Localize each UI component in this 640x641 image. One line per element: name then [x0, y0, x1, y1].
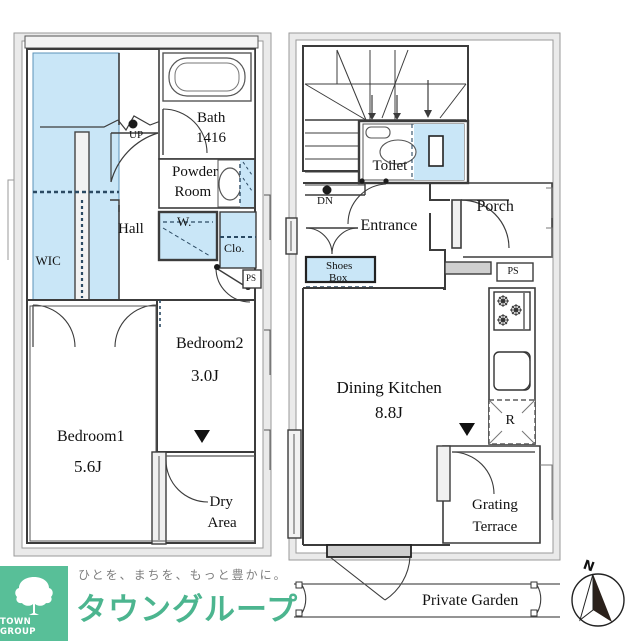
refrigerator-corner-marks: [488, 399, 536, 445]
stair-treads-winder: [304, 49, 467, 121]
tree-icon: [15, 577, 53, 615]
upper-right-window-1: [264, 194, 271, 240]
porch-outline: [463, 182, 553, 258]
upper-right-window-2: [264, 329, 271, 375]
label-dn: DN: [317, 195, 333, 207]
terrace-door-sash: [436, 445, 451, 502]
compass-rose: [571, 573, 625, 627]
entry-step: [444, 261, 492, 275]
ps-box-upper: [242, 269, 262, 289]
bath-door-arc: [162, 108, 208, 154]
hall-jog: [110, 199, 120, 212]
label-hall: Hall: [118, 221, 144, 237]
garden-sliding-door: [326, 544, 412, 558]
stair-down-arrows: [368, 80, 432, 120]
label-bathsize: 1416: [196, 130, 226, 146]
garden-door-swing: [329, 556, 411, 601]
up-start-dot: [128, 119, 138, 129]
label-bedroom2: Bedroom2: [176, 334, 244, 352]
logo-en-text: TOWN GROUP: [0, 617, 36, 637]
upper-right-window-3: [264, 429, 271, 470]
hall-door-arc: [110, 132, 159, 183]
garden-gate-post-right: [530, 581, 538, 589]
label-bedroom1: Bedroom1: [57, 427, 125, 445]
sink: [493, 351, 531, 391]
toilet-hinge-dot: [359, 178, 365, 184]
label-wic: WIC: [35, 253, 61, 268]
garden-gate-arc-right: [536, 584, 542, 614]
washer-alcove: [157, 210, 219, 262]
bathtub-inner: [174, 62, 240, 92]
closet-area: [219, 211, 257, 269]
lower-floor-plan: [285, 32, 561, 618]
up-stair-line: [40, 119, 119, 128]
toilet-handle-dot: [383, 178, 389, 184]
compass-needle-dark: [593, 574, 612, 622]
garden-gate-arc-left: [301, 584, 307, 614]
label-bedroom1area: 5.6J: [74, 457, 102, 476]
label-diningarea: 8.8J: [375, 403, 403, 422]
label-shoesbox2: Box: [329, 272, 348, 284]
logo-jp-text: タウングループ: [76, 592, 299, 628]
label-pipeshaft2: PS: [507, 265, 519, 277]
grating-terrace: [442, 445, 541, 544]
dining-top-wall: [303, 287, 445, 290]
label-pipeshaft: PS: [246, 273, 257, 283]
label-diningkitchen: Dining Kitchen: [336, 378, 442, 397]
label-refrigerator: R: [505, 412, 515, 428]
compass-needle-light: [579, 573, 594, 622]
porch-right-tick-2: [546, 227, 553, 258]
label-entrance: Entrance: [360, 216, 418, 234]
stove-burners: [497, 293, 525, 329]
label-toilet: Toilet: [372, 158, 408, 174]
dining-window-marker: [459, 423, 475, 436]
toilet-door-arc: [347, 183, 387, 225]
sink-corner: [522, 351, 531, 362]
label-porch: Porch: [476, 197, 514, 215]
town-group-logo-mark: TOWN GROUP: [0, 566, 68, 641]
shoes-box: [304, 255, 377, 284]
front-door-arc: [460, 199, 510, 249]
logo-tagline: ひとを、まちを、もっと豊かに。: [78, 568, 288, 582]
label-dryarea2: Area: [207, 515, 237, 531]
upper-floor-plan: [7, 32, 272, 557]
toilet-bowl: [379, 139, 417, 165]
washer-diagonal: [162, 227, 211, 257]
sink-corner-2: [522, 380, 531, 391]
label-washer: W.: [177, 214, 192, 229]
entrance-wall-corner: [429, 183, 450, 201]
terrace-door-arc: [451, 451, 495, 495]
label-privategarden: Private Garden: [422, 591, 519, 609]
closet-door-arc: [215, 267, 251, 303]
porch-right-tick-1: [546, 187, 553, 218]
dn-start-dot: [322, 185, 332, 195]
bedroom2-window-marker: [194, 430, 210, 443]
front-door-frame: [451, 199, 462, 249]
label-bedroom2area: 3.0J: [191, 366, 219, 385]
closet-hinge-dot: [214, 264, 220, 270]
ps-box-lower: [496, 262, 534, 282]
label-dryarea1: Dry: [209, 494, 233, 510]
garden-gate-post-right2: [530, 609, 538, 617]
powder-hatch: [242, 161, 253, 192]
label-gratingterrace1: Grating: [472, 497, 518, 513]
dry-area-door-arc: [165, 459, 209, 503]
toilet-tank: [365, 126, 391, 139]
label-gratingterrace2: Terrace: [472, 519, 518, 535]
label-shoesbox1: Shoes: [326, 260, 353, 272]
toilet-basin: [428, 135, 444, 167]
garden-gate-post-left2: [295, 609, 303, 617]
powder-basin: [218, 167, 242, 201]
label-bath: Bath: [197, 110, 226, 126]
label-up: UP: [129, 129, 144, 141]
label-powderroom2: Room: [174, 184, 212, 200]
label-closet: Clo.: [224, 240, 245, 255]
label-powderroom1: Powder: [172, 164, 218, 180]
terrace-right-tick: [540, 464, 553, 520]
upper-top-balcony: [24, 35, 259, 49]
upper-left-window: [7, 179, 14, 260]
